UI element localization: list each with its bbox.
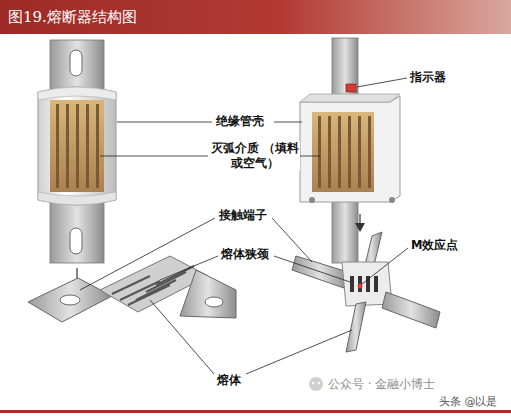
part-label: 指示器 [409, 70, 447, 85]
watermark: 公众号 · 金融小博士 [327, 377, 436, 392]
figure-title: 图19.熔断器结构图 [8, 7, 137, 27]
part-label: 灭弧介质 （填料或空气） [210, 141, 300, 171]
bottom-rule [0, 410, 511, 413]
part-label: 熔体狭颈 [220, 247, 270, 262]
part-label: M效应点 [410, 238, 459, 253]
part-label: 熔体 [216, 373, 242, 388]
part-label: 接触端子 [218, 208, 268, 223]
watermark: 头条 @以是 [438, 394, 499, 409]
part-label: 绝缘管壳 [215, 114, 265, 129]
